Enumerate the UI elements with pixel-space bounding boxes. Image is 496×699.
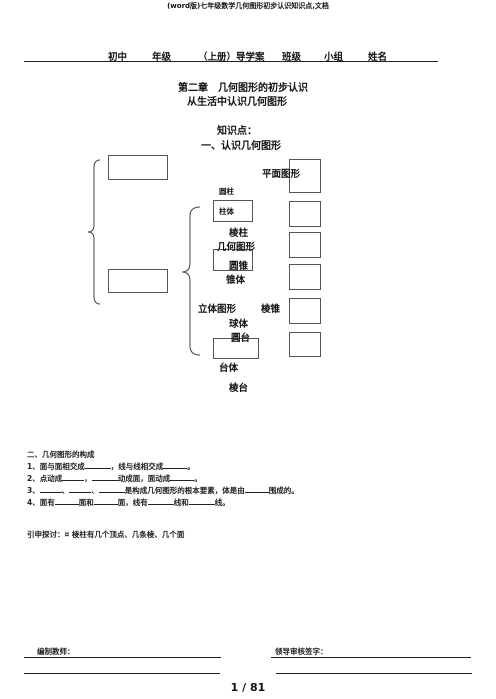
label-frustum: 台体: [219, 363, 239, 374]
label-cone-body: 锥体: [226, 275, 246, 286]
blank-box-r5: [289, 298, 321, 324]
blank-box-solid: [108, 269, 168, 293]
header-line-left: [24, 61, 118, 62]
label-plane-figure: 平面图形: [262, 169, 301, 180]
header-group: 小组: [324, 52, 344, 63]
page-number: 1 / 81: [230, 681, 266, 694]
blank-box-plane: [108, 155, 168, 180]
blank-box-r2: [289, 201, 321, 227]
header-underline: [118, 61, 438, 62]
section2-title: 二、几何图形的构成: [27, 450, 95, 459]
footer-bottom-line-right: [276, 673, 472, 674]
label-prism: 棱柱: [229, 228, 249, 239]
label-sphere: 球体: [229, 319, 249, 330]
blank-box-column: [213, 200, 253, 222]
blank-box-cone: [213, 249, 253, 271]
label-prism-frustum: 棱台: [229, 383, 249, 394]
section2-item-4: 4、面有面和面，线有线和线。: [27, 498, 230, 507]
blank-box-r3: [289, 232, 321, 258]
section2-item-1: 1、面与面相交成，线与线相交成。: [27, 462, 195, 471]
footer-reviewer: 领导审核签字：: [275, 647, 328, 656]
label-geometric-figure: 几何图形: [217, 242, 256, 253]
footer-reviewer-line: [271, 657, 471, 658]
header-year: 年级: [152, 52, 172, 63]
footer-teacher-line: [24, 657, 221, 658]
header-class: 班级: [282, 52, 302, 63]
label-column: 柱体: [219, 207, 234, 216]
footer-teacher: 编制教师：: [37, 647, 75, 656]
label-solid-figure: 立体图形: [198, 304, 237, 315]
document-title: (word版)七年级数学几何图形初步认识知识点,文档: [167, 2, 329, 10]
blank-box-frustum: [213, 338, 259, 359]
blank-box-r4: [289, 264, 321, 290]
extension-question: 引申探讨：¤ 棱柱有几个顶点、几条棱、几个面: [27, 530, 185, 539]
main-brace: [87, 159, 101, 305]
label-cone: 圆锥: [229, 261, 249, 272]
subtitle: 从生活中认识几何图形: [187, 97, 287, 108]
header-volume: （上册）导学案: [198, 52, 265, 63]
blank-box-r1: [289, 159, 321, 193]
label-pyramid: 棱锥: [261, 304, 281, 315]
blank-box-r6: [289, 332, 321, 357]
solid-brace: [181, 206, 201, 356]
label-cylinder: 圆柱: [219, 187, 234, 196]
header-name: 姓名: [368, 52, 388, 63]
knowledge-points-label: 知识点：: [217, 126, 257, 137]
section2-item-2: 2、点动成，动成面，面动成。: [27, 474, 202, 483]
chapter-title: 第二章 几何图形的初步认识: [178, 83, 308, 94]
section2-item-3: 3、、、是构成几何图形的根本要素，体是由围成的。: [27, 486, 299, 495]
label-frustum-cone: 圆台: [231, 333, 251, 344]
section1-title: 一、认识几何图形: [201, 141, 281, 152]
header-grade: 初中: [108, 52, 128, 63]
footer-bottom-line-left: [24, 673, 220, 674]
